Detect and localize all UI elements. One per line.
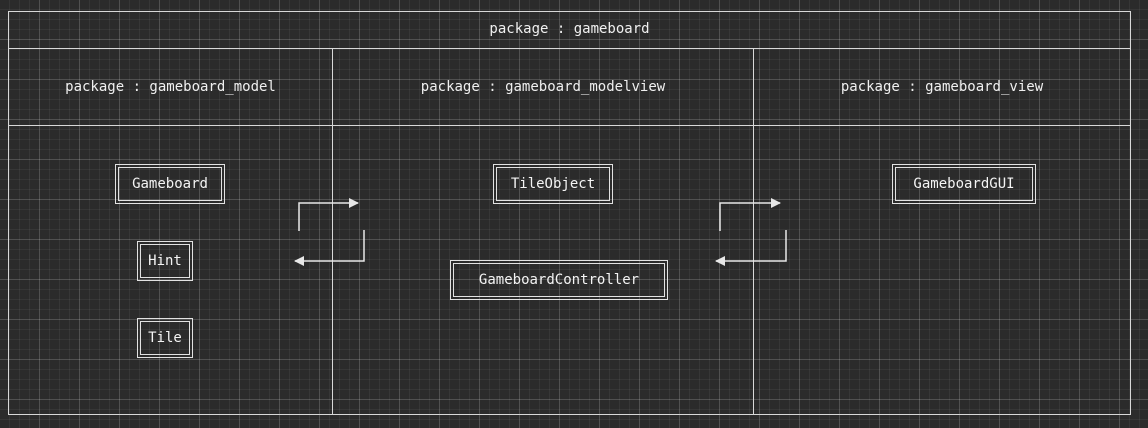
arrow-modelview-to-model <box>294 230 365 266</box>
root-header-divider <box>8 48 1131 49</box>
package-title-model: package : gameboard_model <box>65 79 276 95</box>
class-hint[interactable]: Hint <box>137 241 193 281</box>
package-title-view: package : gameboard_view <box>840 79 1044 95</box>
class-gameboardcontroller[interactable]: GameboardController <box>450 260 668 300</box>
package-gameboard-frame <box>8 11 1131 415</box>
arrow-modelview-to-view <box>719 198 781 231</box>
subpackage-header-divider <box>8 125 1131 126</box>
root-package-title: package : gameboard <box>489 21 650 37</box>
class-gameboard[interactable]: Gameboard <box>115 164 225 204</box>
package-title-modelview: package : gameboard_modelview <box>420 79 666 95</box>
arrow-view-to-modelview <box>715 230 787 266</box>
arrow-model-to-modelview <box>298 198 359 231</box>
class-tileobject[interactable]: TileObject <box>493 164 613 204</box>
class-gameboardgui[interactable]: GameboardGUI <box>892 164 1036 204</box>
class-tile[interactable]: Tile <box>137 318 193 358</box>
model-modelview-divider <box>332 48 333 414</box>
modelview-view-divider <box>753 48 754 414</box>
